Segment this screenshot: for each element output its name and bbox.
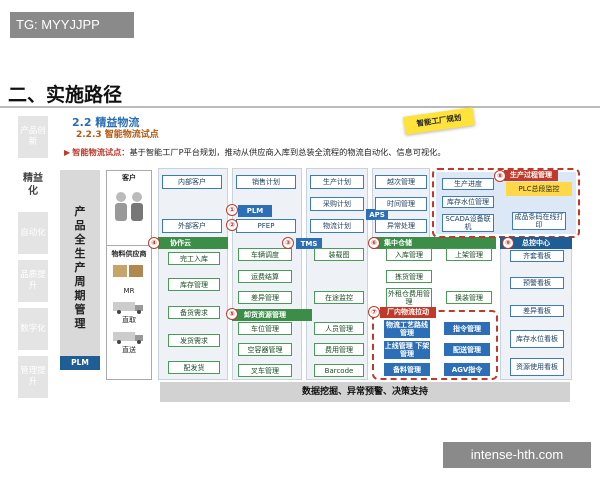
purchase-plan-box[interactable]: 采购计划: [310, 197, 364, 211]
direct-pick-label: 直取: [122, 316, 136, 324]
truck-icon: [113, 302, 143, 314]
slot-mgmt-box[interactable]: 车位管理: [238, 322, 292, 335]
staff-mgmt-box[interactable]: 人员管理: [314, 322, 364, 335]
prod-mgmt-label: 生产过程管理: [504, 170, 558, 181]
empty-container-box[interactable]: 空容器管理: [238, 343, 292, 356]
side-tab-digital[interactable]: 数字化: [18, 308, 48, 350]
inventory-level-box[interactable]: 库存水位管理: [442, 196, 494, 208]
customer-panel: 客户: [106, 170, 152, 250]
factory-logistics-label: 厂内物流拉动: [380, 307, 436, 318]
plc-monitor-box[interactable]: PLC总段监控: [506, 182, 572, 196]
col-collab: [158, 168, 228, 380]
smart-factory-badge: 智能工厂规划: [403, 107, 475, 135]
exception-handle-box[interactable]: 异常处理: [375, 219, 427, 233]
warning-board-box[interactable]: 预警看板: [510, 277, 564, 289]
step-6-badge: ⑥: [368, 237, 380, 249]
inventory-mgmt-box[interactable]: 库存管理: [168, 278, 220, 291]
subsection-title: 2.2.3 智能物流试点: [76, 130, 159, 140]
step-3-badge: ③: [282, 237, 294, 249]
bullet-triangle-icon: ▶: [64, 148, 71, 157]
stock-demand-box[interactable]: 备货需求: [168, 306, 220, 319]
pick-mgmt-box[interactable]: 拣货管理: [386, 270, 432, 283]
customer-people-icon: [115, 192, 143, 221]
diff-mgmt-box[interactable]: 差异管理: [238, 291, 292, 304]
finished-inbound-box[interactable]: 完工入库: [168, 252, 220, 265]
forklift-box[interactable]: 叉车管理: [238, 364, 292, 377]
control-center-header: 总控中心: [500, 237, 572, 249]
step-1-badge: ①: [226, 204, 238, 216]
logistics-plan-box[interactable]: 物流计划: [310, 219, 364, 233]
scada-box[interactable]: SCADA设备联机: [442, 214, 494, 232]
aps-tag: APS: [366, 209, 388, 220]
production-plan-box[interactable]: 生产计划: [310, 175, 364, 189]
step-8-badge: ⑧: [494, 170, 506, 182]
ship-demand-box[interactable]: 发货需求: [168, 334, 220, 347]
side-tab-quality[interactable]: 品质提升: [18, 260, 48, 302]
load-map-box[interactable]: 装载图: [314, 248, 364, 261]
transit-monitor-box[interactable]: 在途监控: [314, 291, 364, 304]
side-tab-lean[interactable]: 精益化: [18, 164, 48, 206]
watermark-top-left: TG: MYYJJPP: [10, 12, 134, 38]
diff-board-box[interactable]: 差异看板: [510, 305, 564, 317]
agv-command-box[interactable]: AGV指令: [444, 363, 490, 376]
side-tab-management[interactable]: 管理提升: [18, 356, 48, 398]
shelf-mgmt-box[interactable]: 上架管理: [446, 248, 492, 261]
plm-bar: PLM: [60, 356, 100, 370]
inbound-mgmt-box[interactable]: 入库管理: [386, 248, 432, 261]
step-9-badge: ⑨: [502, 237, 514, 249]
sales-plan-box[interactable]: 销售计划: [236, 175, 296, 189]
inventory-board-box[interactable]: 库存水位看板: [510, 330, 564, 348]
pfep-box[interactable]: PFEP: [236, 219, 296, 233]
internal-customer-box[interactable]: 内部客户: [162, 175, 222, 189]
customer-label: 客户: [122, 174, 136, 182]
supplier-boxes-icon: [113, 265, 143, 277]
supplier-label: 物料供应商: [111, 250, 147, 258]
title-divider: [0, 106, 600, 108]
unload-resource-header: 卸货资源管理: [232, 309, 312, 321]
freight-settle-box[interactable]: 运费结算: [238, 270, 292, 283]
page-title: 二、实施路径: [8, 84, 123, 106]
description: ▶智能物流试点：基于智能工厂P平台规划，推动从供应商入库到总装全流程的物流自动化…: [64, 147, 446, 157]
section-title: 2.2 精益物流: [72, 116, 140, 129]
lifecycle-bar: 产品全生产周期管理: [60, 170, 100, 365]
cost-mgmt-box[interactable]: 费用管理: [314, 343, 364, 356]
collab-cloud-header: 协作云: [158, 237, 228, 249]
plm-tag: PLM: [238, 205, 272, 217]
side-tab-automation[interactable]: 自动化: [18, 212, 48, 254]
watermark-bottom-right: intense-hth.com: [443, 442, 591, 468]
production-progress-box[interactable]: 生产进度: [442, 178, 494, 190]
central-warehouse-header: 集中仓储: [372, 237, 496, 249]
bottom-support-bar: 数据挖掘、异常预警、决策支持: [160, 382, 570, 402]
direct-delivery-label: 直送: [122, 346, 136, 354]
barcode-print-box[interactable]: 成品条码在线打印: [512, 212, 566, 230]
step-4-badge: ④: [148, 237, 160, 249]
step-2-badge: ②: [226, 219, 238, 231]
repack-mgmt-box[interactable]: 换装管理: [446, 291, 492, 304]
side-tab-product-innovation[interactable]: 产品创新: [18, 116, 48, 158]
time-mgmt-box[interactable]: 时间管理: [375, 197, 427, 211]
step-5-badge: ⑤: [226, 308, 238, 320]
delivery-mgmt-box[interactable]: 配送管理: [444, 343, 490, 356]
mr-label: MR: [123, 287, 135, 295]
kit-board-box[interactable]: 齐套看板: [510, 250, 564, 262]
command-mgmt-box[interactable]: 指令管理: [444, 322, 490, 335]
barcode-box[interactable]: Barcode: [314, 364, 364, 377]
vehicle-dispatch-box[interactable]: 车辆调度: [238, 248, 292, 261]
dispatch-box[interactable]: 配发货: [168, 361, 220, 374]
resource-board-box[interactable]: 资源使用看板: [510, 358, 564, 376]
outsource-cost-box[interactable]: 外租仓费用管理: [386, 288, 432, 308]
overtime-mgmt-box[interactable]: 越次管理: [375, 175, 427, 189]
supplier-panel: 物料供应商 MR 直取 直送: [106, 245, 152, 380]
online-offline-box[interactable]: 上线管理 下架管理: [384, 341, 430, 359]
truck-icon-2: [113, 332, 143, 344]
step-7-badge: ⑦: [368, 306, 380, 318]
external-customer-box[interactable]: 外部客户: [162, 219, 222, 233]
material-prep-box[interactable]: 备料管理: [384, 363, 430, 376]
tms-tag: TMS: [296, 238, 322, 249]
route-mgmt-box[interactable]: 物流工艺路线管理: [384, 320, 430, 338]
